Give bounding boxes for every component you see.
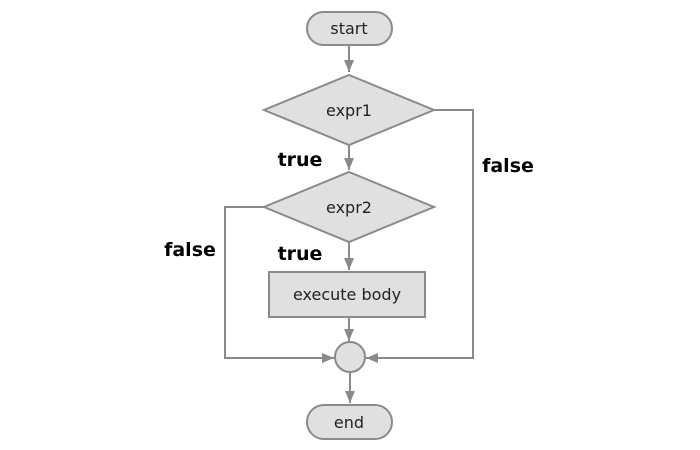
end-node <box>306 404 393 440</box>
expr2-false-edge-label: false <box>164 239 216 261</box>
execute-body-label: execute body <box>293 285 401 304</box>
end-node-label: end <box>334 413 364 432</box>
expr1-decision-node <box>261 73 437 147</box>
expr1-decision-label: expr1 <box>326 101 372 120</box>
expr1-true-edge-label: true <box>278 149 323 171</box>
expr2-decision-label: expr2 <box>326 198 372 217</box>
junction-connector-node <box>334 341 366 373</box>
start-node <box>306 11 393 46</box>
expr1-false-edge-label: false <box>482 155 534 177</box>
expr2-true-edge-label: true <box>278 243 323 265</box>
execute-body-node <box>268 271 426 318</box>
edge-expr1-false-to-junction <box>366 109 474 363</box>
edge-expr2-false-to-junction <box>224 206 334 363</box>
expr2-decision-node <box>261 170 437 244</box>
start-node-label: start <box>330 19 367 38</box>
